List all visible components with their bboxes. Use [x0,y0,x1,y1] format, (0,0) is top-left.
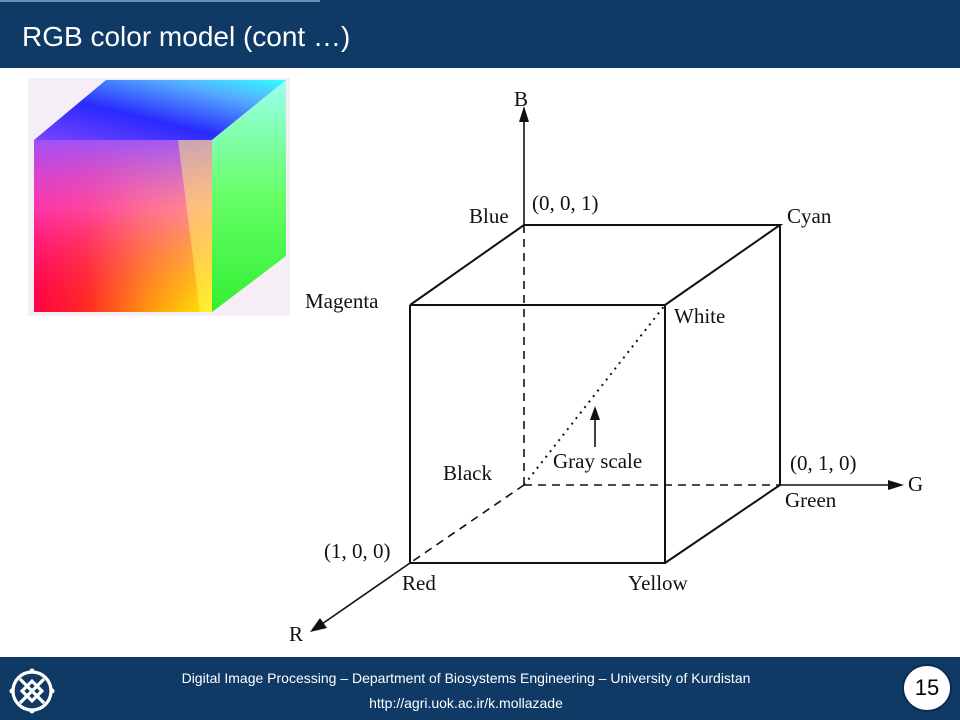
g-axis-label: G [908,472,923,496]
footer-course-info: Digital Image Processing – Department of… [181,670,751,686]
cube-right-face [664,225,781,564]
rgb-color-cube-image [28,78,290,316]
vertex-label-white: White [674,304,725,328]
coord-green: (0, 1, 0) [790,451,857,475]
vertex-label-black: Black [443,461,492,485]
title-bar-accent-line [0,0,320,2]
g-axis-arrowhead [888,480,904,490]
vertex-label-green: Green [785,488,837,512]
vertex-label-red: Red [402,571,436,595]
footer-bar: Digital Image Processing – Department of… [0,657,960,720]
b-axis-arrowhead [519,106,529,122]
slide-title: RGB color model (cont …) [22,21,351,52]
r-axis-arrowhead [310,618,327,632]
vertex-label-magenta: Magenta [305,289,379,313]
university-logo-icon [9,668,55,714]
gray-scale-pointer-arrowhead [590,406,600,420]
coord-red: (1, 0, 0) [324,539,391,563]
vertex-label-cyan: Cyan [787,204,832,228]
r-axis-label: R [289,622,303,646]
gray-scale-label: Gray scale [553,449,642,473]
coord-blue: (0, 0, 1) [532,191,599,215]
footer-url: http://agri.uok.ac.ir/k.mollazade [369,695,563,711]
cube-front-face [409,304,666,564]
gray-scale-diagonal [523,304,666,486]
page-number-badge: 15 [902,664,952,712]
vertex-label-blue: Blue [469,204,509,228]
b-axis-label: B [514,87,528,111]
cube-top-face [409,224,784,306]
hidden-edge-r-axis [409,484,525,564]
vertex-label-yellow: Yellow [628,571,689,595]
r-axis-line [321,562,411,625]
title-bar: RGB color model (cont …) [0,0,960,68]
